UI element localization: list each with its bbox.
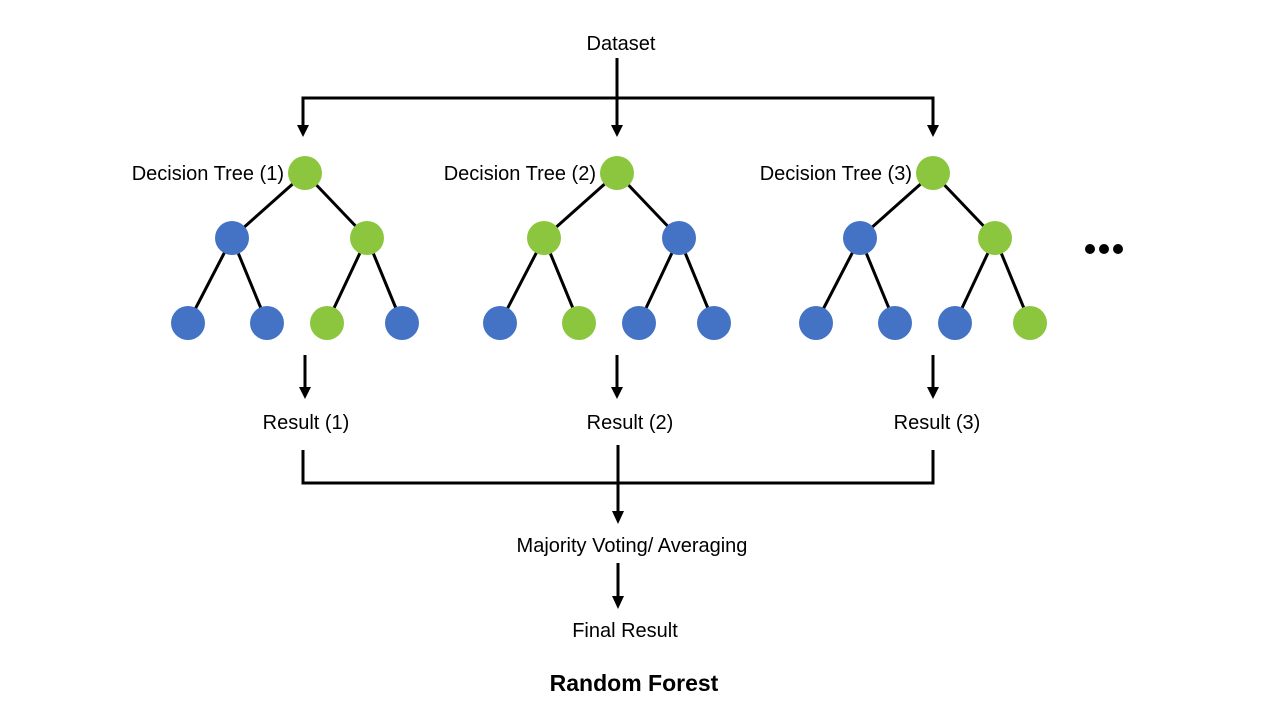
diagram-title: Random Forest (550, 670, 719, 696)
tree-node-leaf (938, 306, 972, 340)
result-1-label: Result (1) (263, 412, 350, 434)
arrow-down-icon (612, 511, 624, 524)
tree-node (662, 221, 696, 255)
ellipsis-icon (1085, 244, 1123, 254)
tree-node-root (288, 156, 322, 190)
tree-1-label: Decision Tree (1) (132, 163, 284, 185)
tree-node-leaf (799, 306, 833, 340)
tree-node-leaf (1013, 306, 1047, 340)
decision-tree-2: Decision Tree (2) Result (2) (444, 156, 731, 434)
decision-tree-3: Decision Tree (3) Result (3) (760, 156, 1047, 434)
arrow-down-icon (297, 125, 309, 137)
ellipsis-dot (1099, 244, 1109, 254)
tree-node-root (916, 156, 950, 190)
tree-2-label: Decision Tree (2) (444, 163, 596, 185)
tree-node-leaf (622, 306, 656, 340)
arrow-down-icon (612, 596, 624, 609)
tree-node-leaf (171, 306, 205, 340)
tree-node-leaf (385, 306, 419, 340)
result-2-label: Result (2) (587, 412, 674, 434)
final-result-label: Final Result (572, 620, 678, 642)
tree-node-leaf (250, 306, 284, 340)
ellipsis-dot (1085, 244, 1095, 254)
tree-node-root (600, 156, 634, 190)
ellipsis-dot (1113, 244, 1123, 254)
decision-tree-1: Decision Tree (1) Result (1) (132, 156, 419, 434)
aggregation-flow: Majority Voting/ Averaging Final Result … (301, 445, 935, 696)
tree-node (843, 221, 877, 255)
dataset-distribution: Dataset (297, 33, 939, 137)
tree-node (350, 221, 384, 255)
tree-node (215, 221, 249, 255)
arrow-down-icon (299, 387, 311, 399)
arrow-down-icon (927, 387, 939, 399)
dataset-label: Dataset (587, 33, 656, 55)
tree-node (527, 221, 561, 255)
tree-3-label: Decision Tree (3) (760, 163, 912, 185)
tree-node-leaf (697, 306, 731, 340)
tree-node-leaf (310, 306, 344, 340)
tree-node-leaf (483, 306, 517, 340)
arrow-down-icon (927, 125, 939, 137)
majority-voting-label: Majority Voting/ Averaging (517, 535, 748, 557)
tree-node-leaf (562, 306, 596, 340)
arrow-down-icon (611, 387, 623, 399)
tree-node (978, 221, 1012, 255)
tree-node-leaf (878, 306, 912, 340)
arrow-down-icon (611, 125, 623, 137)
result-3-label: Result (3) (894, 412, 981, 434)
